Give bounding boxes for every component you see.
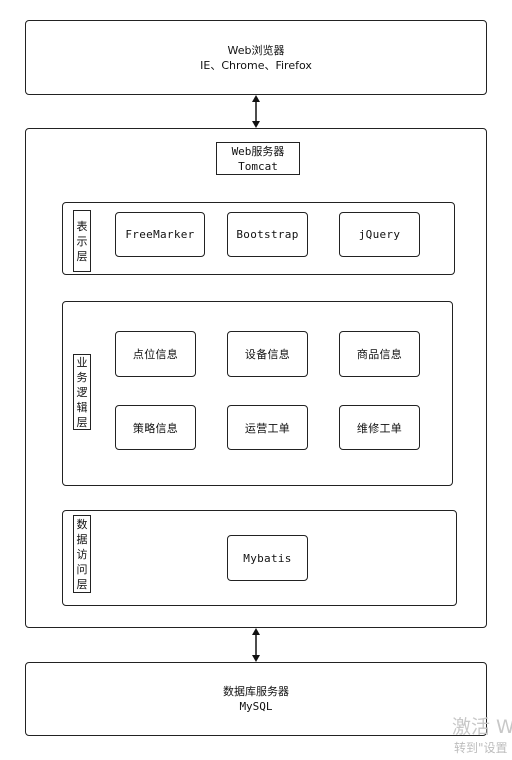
- label-char: 示: [76, 234, 88, 248]
- label-char: 层: [76, 249, 88, 263]
- operation-ticket-box: 运营工单: [227, 405, 308, 450]
- label-char: 层: [76, 415, 88, 429]
- label-char: 数: [76, 517, 88, 531]
- browser-title: Web浏览器: [227, 43, 285, 57]
- label-char: 据: [76, 532, 88, 546]
- web-server-title-box: Web服务器 Tomcat: [216, 142, 300, 175]
- business-layer: [62, 301, 453, 486]
- label-char: 层: [76, 577, 88, 591]
- activation-watermark-line2: 转到"设置: [454, 741, 508, 755]
- activation-watermark-line1: 激活 W: [452, 716, 512, 738]
- product-info-box: 商品信息: [339, 331, 420, 377]
- database-server-title: 数据库服务器: [223, 685, 289, 698]
- device-info-box: 设备信息: [227, 331, 308, 377]
- mybatis-box: Mybatis: [227, 535, 308, 581]
- label-char: 表: [76, 219, 88, 233]
- business-layer-label: 业 务 逻 辑 层: [73, 354, 91, 430]
- label-char: 问: [76, 562, 88, 576]
- data-access-layer-label: 数 据 访 问 层: [73, 515, 91, 593]
- label-char: 逻: [76, 385, 88, 399]
- freemarker-box: FreeMarker: [115, 212, 205, 257]
- point-info-box: 点位信息: [115, 331, 196, 377]
- label-char: 业: [76, 355, 88, 369]
- jquery-box: jQuery: [339, 212, 420, 257]
- browser-subtitle: IE、Chrome、Firefox: [200, 58, 312, 72]
- bidirectional-arrow-top: [252, 95, 260, 128]
- label-char: 务: [76, 370, 88, 384]
- browser-box: Web浏览器 IE、Chrome、Firefox: [25, 20, 487, 95]
- database-server-subtitle: MySQL: [239, 700, 273, 713]
- bidirectional-arrow-bottom: [252, 628, 260, 662]
- database-server-box: 数据库服务器 MySQL: [25, 662, 487, 736]
- presentation-layer-label: 表 示 层: [73, 210, 91, 272]
- label-char: 访: [76, 547, 88, 561]
- web-server-title: Web服务器: [231, 144, 285, 158]
- strategy-info-box: 策略信息: [115, 405, 196, 450]
- web-server-subtitle: Tomcat: [238, 159, 278, 173]
- maintenance-ticket-box: 维修工单: [339, 405, 420, 450]
- bootstrap-box: Bootstrap: [227, 212, 308, 257]
- label-char: 辑: [76, 400, 88, 414]
